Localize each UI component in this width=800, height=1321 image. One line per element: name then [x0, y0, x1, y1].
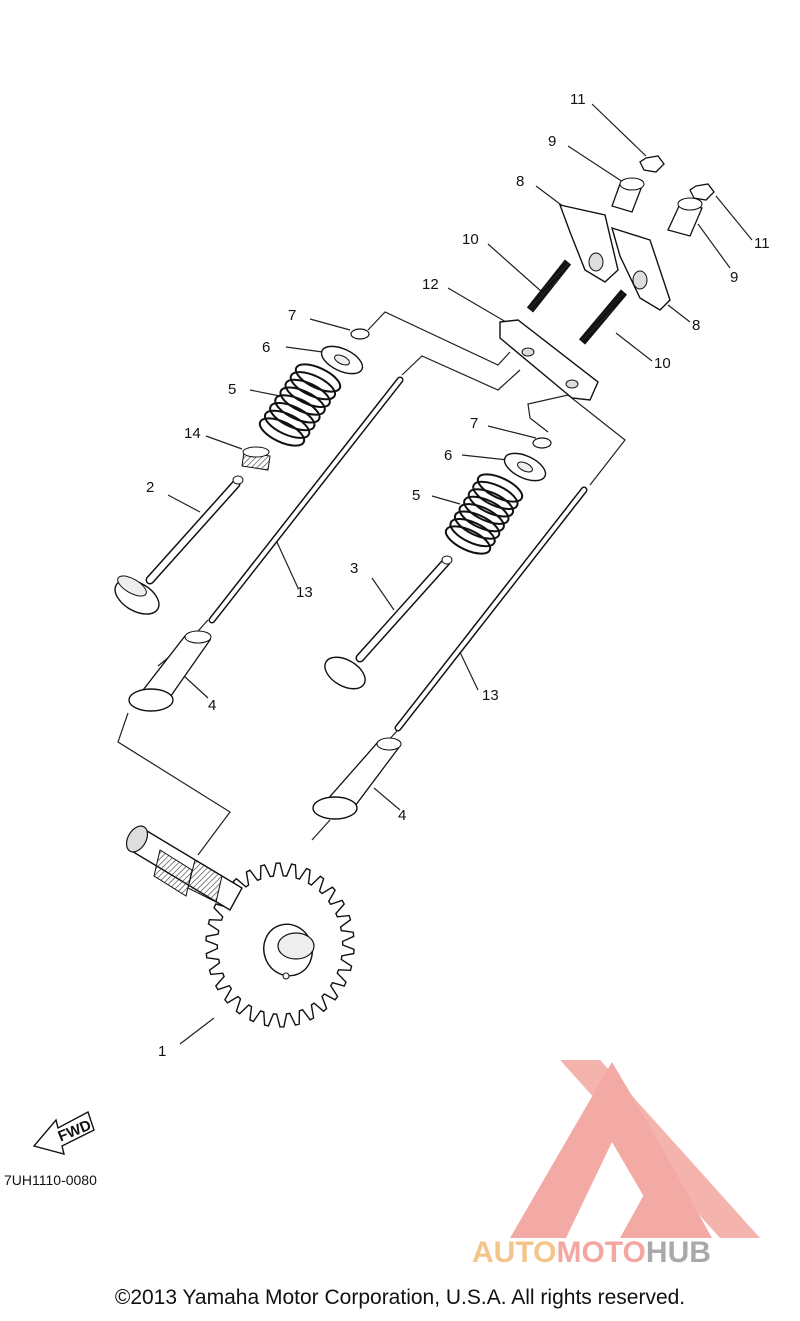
- rocker-pivot-part-9-a: [611, 177, 645, 213]
- callout-3: 3: [350, 560, 358, 577]
- spring-coil: [274, 394, 321, 424]
- fwd-arrow-icon: FWD: [32, 1110, 95, 1155]
- callout-4-left: 4: [208, 697, 216, 714]
- spring-coil: [472, 480, 519, 511]
- callout-1: 1: [158, 1043, 166, 1060]
- diagram-code: 7UH1110-0080: [4, 1172, 97, 1188]
- callout-6-right: 6: [444, 447, 452, 464]
- rocker-arm-part-8-a: [558, 204, 619, 283]
- callout-6-left: 6: [262, 339, 270, 356]
- callout-2: 2: [146, 479, 154, 496]
- valve-lifter-part-4-left: [128, 630, 212, 712]
- intake-valve-part-2: [114, 475, 244, 615]
- callout-14: 14: [184, 425, 201, 442]
- push-rod-part-13-right: [394, 486, 588, 732]
- rocker-pivot-part-9-b: [667, 197, 703, 237]
- callout-5-right: 5: [412, 487, 420, 504]
- spring-coil: [284, 378, 331, 409]
- watermark-hub: HUB: [646, 1236, 711, 1269]
- exhaust-valve-part-3: [324, 555, 453, 690]
- spring-retainer-part-6-right: [503, 452, 547, 482]
- rocker-stud-part-10-a: [526, 259, 572, 313]
- watermark-auto: AUTO: [472, 1236, 556, 1269]
- callout-8-b: 8: [692, 317, 700, 334]
- stem-seal-part-14: [241, 446, 271, 471]
- spring-coil: [467, 488, 515, 518]
- nut-part-11-a: [639, 155, 665, 173]
- valve-cotter-part-7-left: [350, 328, 370, 340]
- callout-11-b: 11: [754, 235, 770, 252]
- leader-lines: [167, 103, 753, 1045]
- valve-spring-part-5-left: [258, 363, 342, 447]
- spring-coil: [294, 363, 342, 393]
- nut-part-11-b: [689, 183, 715, 201]
- spring-coil: [463, 495, 510, 525]
- rocker-arm-part-8-b: [610, 226, 671, 311]
- callout-9-b: 9: [730, 269, 738, 286]
- callout-12: 12: [422, 276, 439, 293]
- spring-coil: [449, 517, 496, 548]
- guide-plate-part-12: [499, 319, 599, 401]
- callout-13-right: 13: [482, 687, 499, 704]
- spring-coil: [289, 371, 337, 401]
- callout-7-left: 7: [288, 307, 296, 324]
- callout-4-right: 4: [398, 807, 406, 824]
- spring-coil: [444, 525, 492, 555]
- watermark-moto: MOTO: [556, 1236, 645, 1269]
- spring-coil: [458, 503, 505, 533]
- callout-5-left: 5: [228, 381, 236, 398]
- spring-coil: [453, 510, 501, 540]
- callout-numbers: 1 2 3 4 4 5 5 6 6 7 7 8 8 9 9 10 10 11 1…: [146, 91, 770, 1060]
- callout-10-a: 10: [462, 231, 479, 248]
- spring-coil: [263, 409, 311, 439]
- spring-coil: [258, 417, 306, 447]
- valve-lifter-part-4-right: [312, 737, 402, 820]
- camshaft-gear-part-1: [125, 825, 355, 1028]
- rocker-stud-part-10-b: [578, 289, 628, 345]
- fwd-label: FWD: [56, 1117, 94, 1146]
- callout-8-a: 8: [516, 173, 524, 190]
- spring-coil: [476, 473, 524, 503]
- callout-7-right: 7: [470, 415, 478, 432]
- watermark-logo: [510, 1060, 760, 1238]
- callout-9-a: 9: [548, 133, 556, 150]
- callout-10-b: 10: [654, 355, 671, 372]
- callout-11-a: 11: [570, 91, 586, 108]
- spring-coil: [269, 401, 316, 432]
- callout-13-left: 13: [296, 584, 313, 601]
- copyright-notice: ©2013 Yamaha Motor Corporation, U.S.A. A…: [115, 1286, 685, 1309]
- spring-retainer-part-6-left: [320, 345, 364, 375]
- valve-spring-part-5-right: [444, 473, 524, 555]
- camshaft-lobes: [125, 825, 243, 911]
- push-rod-part-13-left: [208, 376, 404, 624]
- spring-coil: [279, 386, 326, 416]
- watermark-text: AUTOMOTOHUB: [472, 1236, 711, 1269]
- valve-cotter-part-7-right: [532, 437, 552, 449]
